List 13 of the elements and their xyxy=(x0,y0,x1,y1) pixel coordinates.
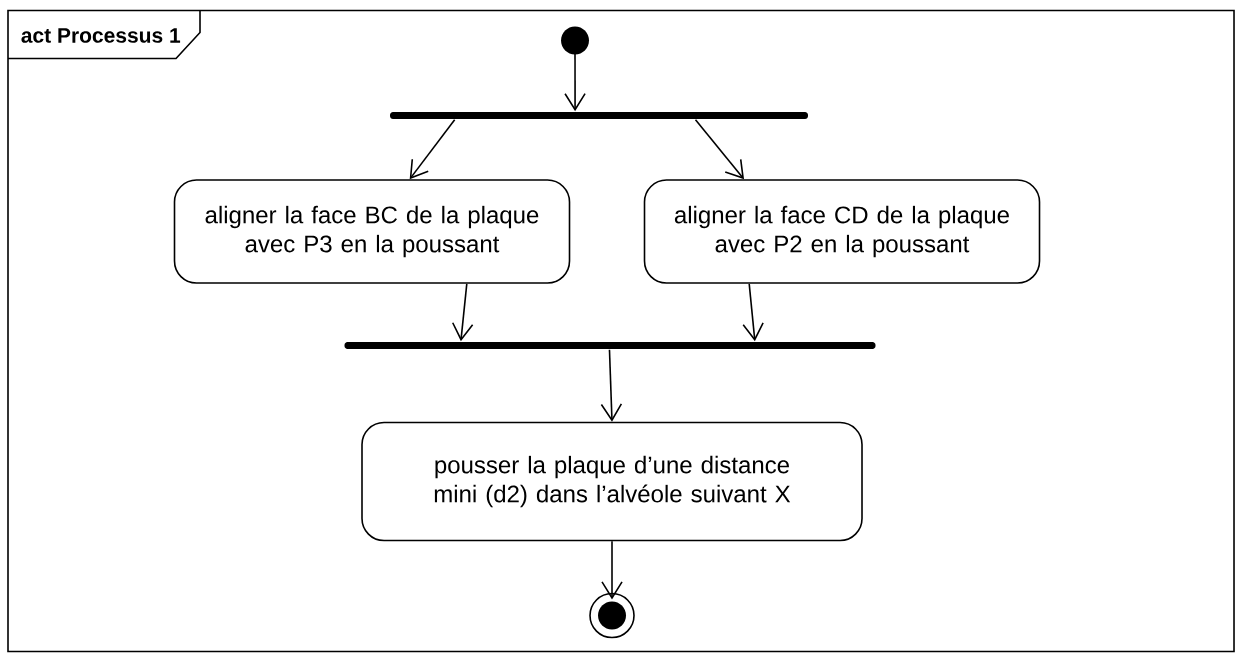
arrow xyxy=(694,119,745,180)
arrow xyxy=(742,283,764,342)
action-box: pousser la plaque d’une distance mini (d2) dans l’alvéole suivant X xyxy=(361,421,863,542)
end-dot xyxy=(589,592,635,639)
action-box: aligner la face CD de la plaque avec P2 en la poussant xyxy=(643,179,1041,284)
arrow xyxy=(600,349,623,422)
sync-bar xyxy=(390,112,808,119)
sync-bar xyxy=(344,342,876,349)
arrow xyxy=(601,540,623,600)
arrow xyxy=(409,119,456,180)
action-box: aligner la face BC de la plaque avec P3 en la poussant xyxy=(173,179,571,284)
start-dot xyxy=(561,26,589,55)
arrow xyxy=(451,283,474,342)
